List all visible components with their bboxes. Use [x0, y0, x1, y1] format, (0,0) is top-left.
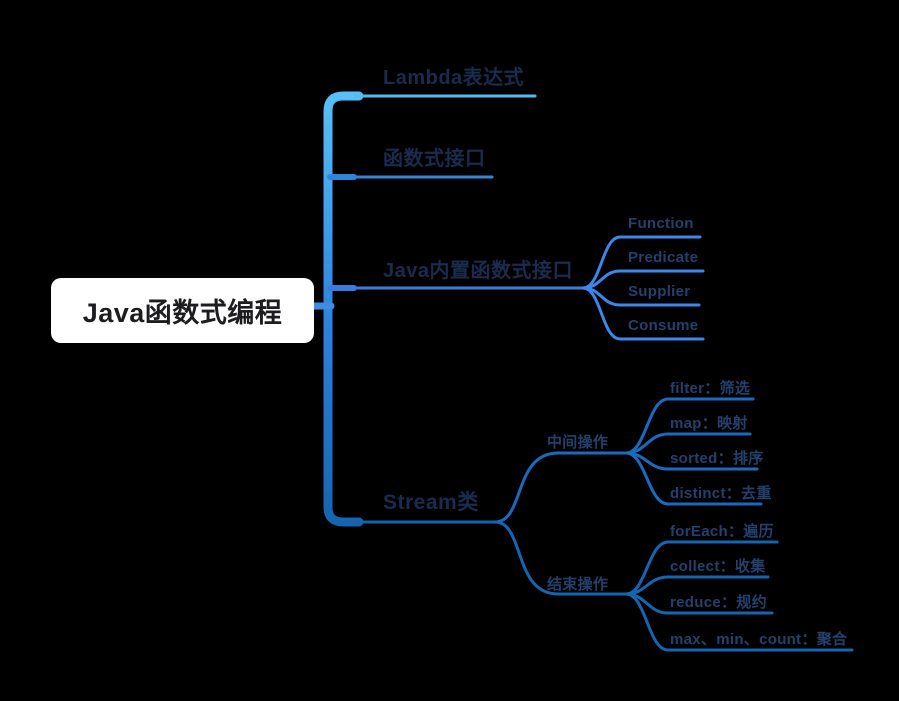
- subtopic-line-terminal: [493, 520, 628, 596]
- leaf-sorted[interactable]: sorted：排序: [670, 450, 764, 467]
- leaf-distinct[interactable]: distinct：去重: [670, 485, 772, 502]
- root-topic-label: Java函数式编程: [82, 298, 283, 328]
- topic-lambda[interactable]: Lambda表达式: [383, 67, 525, 89]
- topic-stream[interactable]: Stream类: [383, 491, 479, 514]
- child-consume[interactable]: Consume: [628, 317, 699, 334]
- child-line-consume: [581, 286, 705, 341]
- leaf-map[interactable]: map：映射: [670, 415, 748, 432]
- child-predicate[interactable]: Predicate: [628, 249, 699, 266]
- leaf-foreach[interactable]: forEach：遍历: [670, 523, 774, 540]
- subtopic-intermediate-ops[interactable]: 中间操作: [547, 434, 609, 451]
- topic-functional-interface[interactable]: 函数式接口: [383, 148, 486, 170]
- topic-builtin-interfaces[interactable]: Java内置函数式接口: [383, 260, 573, 282]
- child-function[interactable]: Function: [628, 215, 694, 232]
- leaf-line-distinct: [624, 451, 763, 506]
- leaf-collect[interactable]: collect：收集: [670, 558, 766, 575]
- child-supplier[interactable]: Supplier: [628, 283, 691, 300]
- subtopic-line-intermediate: [493, 451, 628, 524]
- leaf-filter[interactable]: filter：筛选: [670, 380, 751, 397]
- root-topic[interactable]: Java函数式编程: [51, 278, 314, 343]
- subtopic-terminal-ops[interactable]: 结束操作: [547, 576, 609, 593]
- leaf-line-aggregate: [624, 592, 854, 652]
- leaf-aggregate[interactable]: max、min、count：聚合: [670, 631, 848, 648]
- leaf-reduce[interactable]: reduce：规约: [670, 594, 767, 611]
